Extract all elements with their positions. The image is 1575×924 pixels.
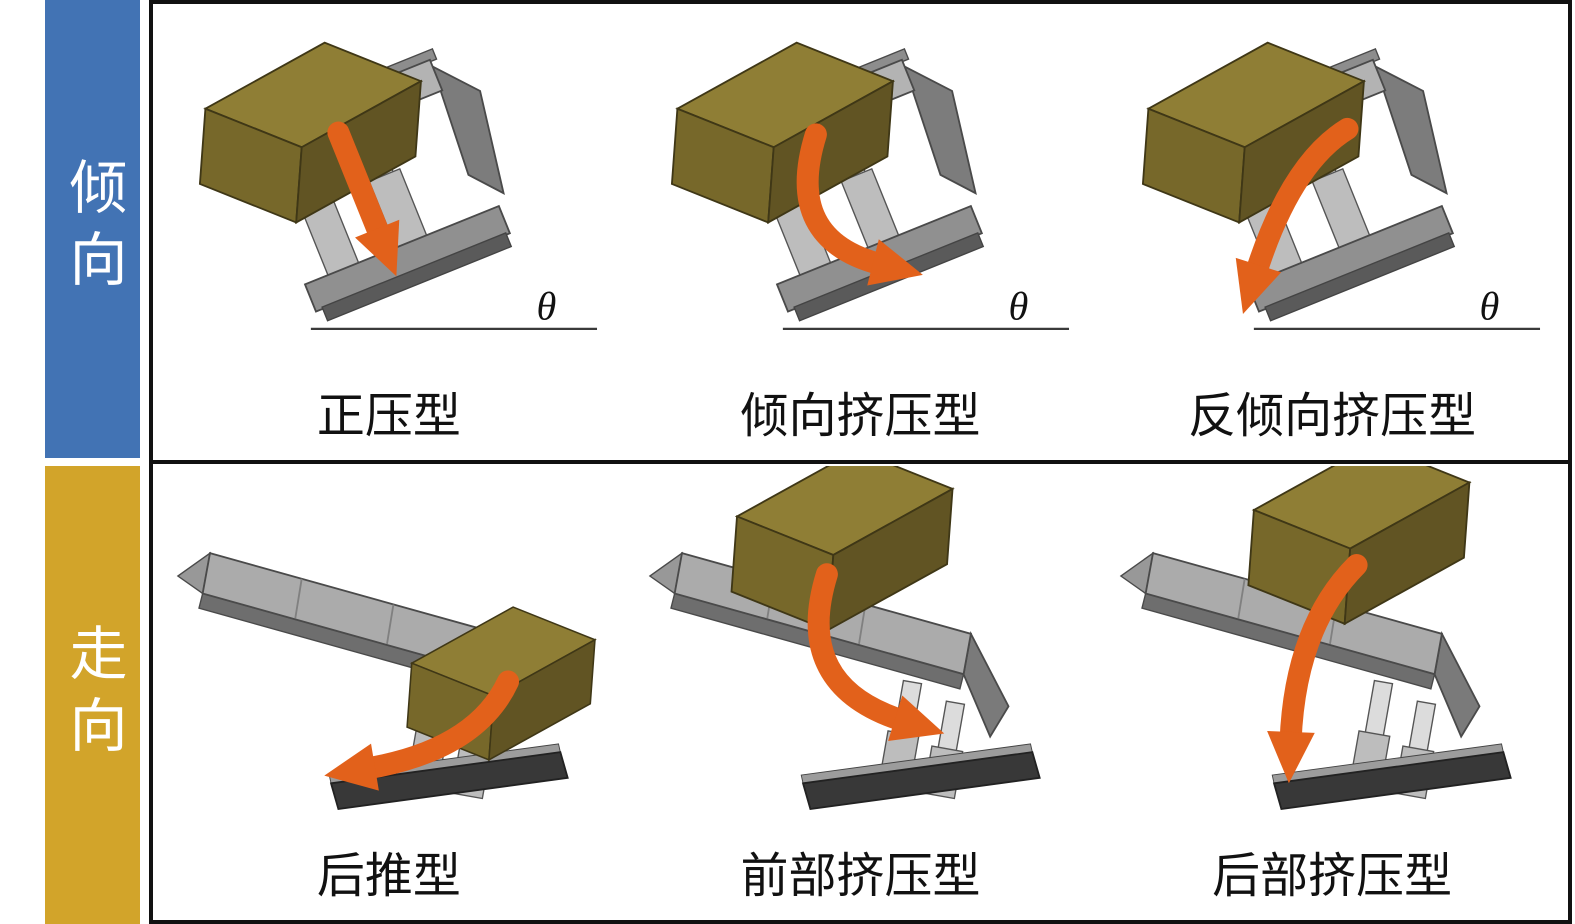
anti-dip-squeeze-illustration: θ: [1142, 37, 1541, 334]
impact-arrow-curved-back: [324, 670, 520, 791]
cell-direct-pressure: θ 正压型: [153, 4, 625, 460]
front-squeeze-figure: [629, 466, 1093, 851]
label-main-gap: [140, 0, 149, 924]
cell-rear-squeeze: 后部挤压型: [1096, 464, 1568, 920]
figure-panel: θ 正压型 θ 倾向挤压型: [149, 0, 1572, 924]
cell-rear-push: 后推型: [153, 464, 625, 920]
rear-squeeze-figure: [1100, 466, 1564, 851]
direct-pressure-illustration: θ: [198, 37, 598, 334]
anti-dip-squeeze-figure: θ: [1100, 6, 1564, 391]
impact-arrow-curved-front: [807, 563, 944, 741]
row-label-column: 倾向 走向: [45, 0, 140, 924]
front-squeeze-illustration: [648, 466, 1041, 810]
figure-caption: 前部挤压型: [740, 850, 981, 904]
strike-row: 后推型 前部挤压型: [153, 460, 1568, 920]
figure-caption: 正压型: [316, 390, 461, 444]
rear-push-figure: [157, 466, 621, 851]
figure-caption: 反倾向挤压型: [1188, 390, 1477, 444]
impact-arrow-down: [327, 121, 400, 277]
rear-squeeze-illustration: [1120, 466, 1512, 810]
figure-caption: 后推型: [316, 850, 461, 904]
cell-anti-dip-squeeze: θ 反倾向挤压型: [1096, 4, 1568, 460]
impact-arrow-curved-down: [1267, 554, 1368, 784]
rock-block: [730, 466, 954, 632]
theta-symbol: θ: [536, 284, 556, 329]
dip-row: θ 正压型 θ 倾向挤压型: [153, 4, 1568, 460]
left-margin: [0, 0, 45, 924]
cell-front-squeeze: 前部挤压型: [625, 464, 1097, 920]
row-label-dip: 倾向: [45, 0, 140, 458]
theta-symbol: θ: [1480, 284, 1500, 329]
cell-dip-squeeze: θ 倾向挤压型: [625, 4, 1097, 460]
dip-squeeze-figure: θ: [629, 6, 1093, 391]
rear-push-illustration: [176, 552, 596, 810]
impact-arrow-curved-left: [1236, 117, 1359, 315]
row-label-dip-text: 倾向: [60, 157, 126, 301]
impact-arrow-curved-right: [796, 123, 923, 286]
figure-caption: 后部挤压型: [1212, 850, 1453, 904]
row-label-strike: 走向: [45, 466, 140, 924]
row-label-strike-text: 走向: [60, 623, 126, 767]
direct-pressure-figure: θ: [157, 6, 621, 391]
theta-symbol: θ: [1008, 284, 1028, 329]
dip-squeeze-illustration: θ: [670, 37, 1069, 334]
figure-caption: 倾向挤压型: [740, 390, 981, 444]
